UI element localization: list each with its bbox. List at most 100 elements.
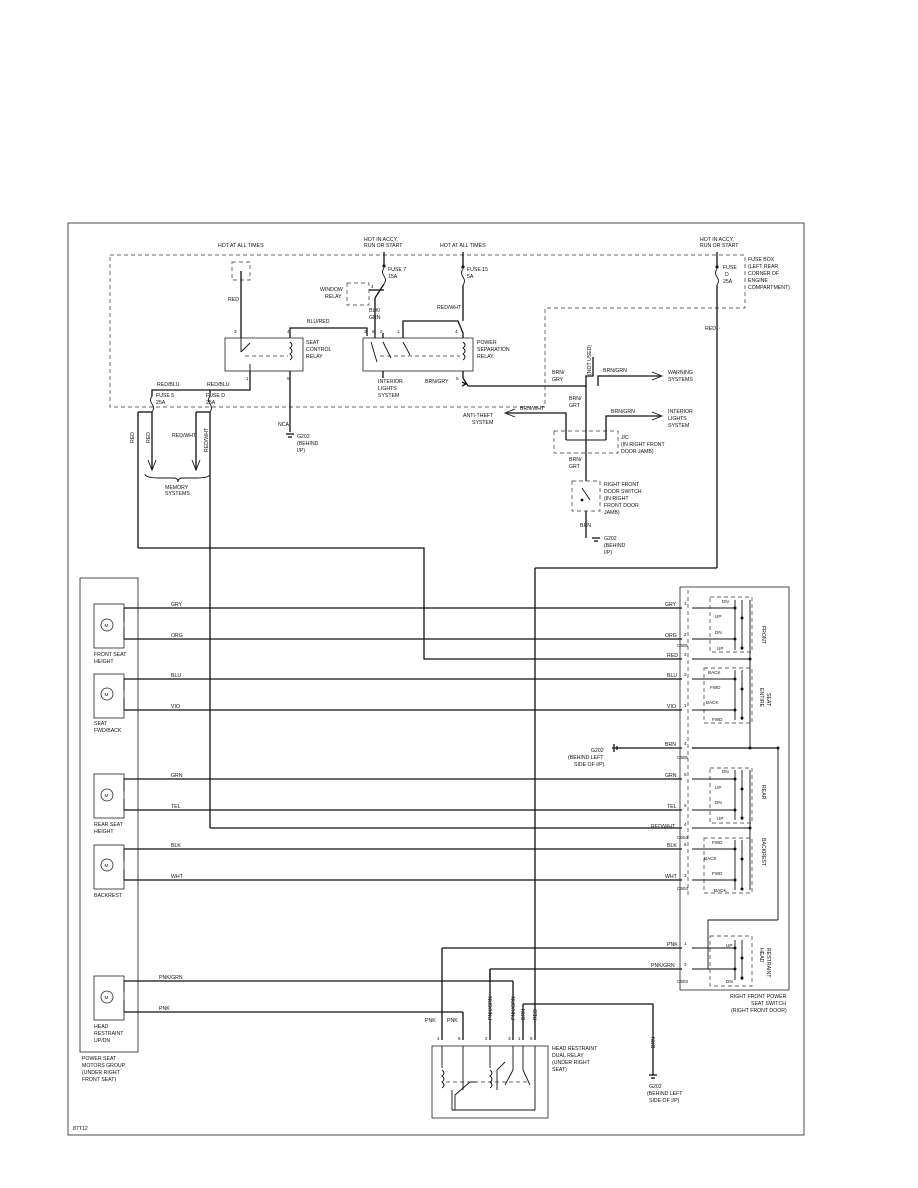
left-wire-label-org: ORG xyxy=(171,633,183,639)
svg-text:1: 1 xyxy=(684,601,687,606)
svg-text:4: 4 xyxy=(684,741,687,746)
door-switch-label-5: JAMB) xyxy=(604,510,620,516)
window-relay-label-1: WINDOW xyxy=(320,287,343,293)
svg-text:4: 4 xyxy=(287,329,290,334)
jc-label-3: DOOR JAMB) xyxy=(621,449,654,455)
g202-left-label-1: G202 xyxy=(591,748,604,754)
svg-text:RED: RED xyxy=(667,653,678,659)
hot-in-accy-label-1a: HOT IN ACCY, xyxy=(364,237,398,243)
rear-seat-height-label-1: REAR SEAT xyxy=(94,822,124,828)
backrest-motor-label: BACKREST xyxy=(94,893,123,899)
fuse5-label-1: FUSE 5 xyxy=(156,393,174,399)
dual-relay-title-2: DUAL RELAY xyxy=(552,1053,584,1059)
backrest-motor-box xyxy=(93,844,125,890)
svg-text:M: M xyxy=(105,793,109,798)
svg-text:FWD: FWD xyxy=(710,685,721,690)
fuse7-node xyxy=(382,264,386,268)
backrest-switch-label: BACKREST xyxy=(760,838,766,867)
nca-label: NCA xyxy=(278,422,289,428)
relay-wire-label-5: BRN xyxy=(521,1009,527,1020)
fuse7-label-1: FUSE 7 xyxy=(388,267,406,273)
left-wire-label-blk: BLK xyxy=(171,843,181,849)
motors-group-label-3: (UNDER RIGHT xyxy=(82,1070,121,1076)
seat-fwd-back-label-2: FWD/BACK xyxy=(94,728,122,734)
interior-lights-label-a2: LIGHTS xyxy=(378,386,397,392)
brn-grn-label-1: BRN/GRN xyxy=(603,368,627,374)
svg-text:UP: UP xyxy=(715,614,721,619)
svg-text:3: 3 xyxy=(684,652,687,657)
red-blu-label-1: RED/BLU xyxy=(157,382,180,388)
fused2-label-2: 25A xyxy=(206,400,216,406)
svg-text:1: 1 xyxy=(518,1036,521,1041)
rear-switch-contacts xyxy=(692,770,743,820)
seat-switch-title-1: RIGHT FRONT POWER xyxy=(730,994,787,1000)
door-switch-label-4: FRONT DOOR xyxy=(604,503,639,509)
backrest-motor xyxy=(100,858,114,872)
fuse-box-label-5: COMPARTMENT) xyxy=(748,285,790,291)
svg-text:5: 5 xyxy=(456,376,459,381)
left-wire-label-grn: GRN xyxy=(171,773,183,779)
left-wire-label-tel: TEL xyxy=(171,804,181,810)
fuse-box-label-1: FUSE BOX xyxy=(748,257,775,263)
svg-text:DN: DN xyxy=(726,979,733,984)
motors-group-label-2: MOTORS GROUP xyxy=(82,1063,126,1069)
svg-text:C505: C505 xyxy=(677,755,688,760)
front-seat-height-label-1: FRONT SEAT xyxy=(94,652,127,658)
interior-lights-label-a3: SYSTEM xyxy=(378,393,399,399)
interior-lights-label-b3: SYSTEM xyxy=(668,423,689,429)
svg-text:BLK: BLK xyxy=(667,843,677,849)
seat-fwd-back-motor xyxy=(100,687,114,701)
fuse15-symbol xyxy=(461,268,465,286)
red-label-fuse5: RED xyxy=(130,432,136,443)
front-switch-label: FRONT xyxy=(760,626,766,645)
front-seat-height-motor xyxy=(100,618,114,632)
rear-switch-label: REAR xyxy=(760,785,766,800)
svg-text:TEL: TEL xyxy=(667,804,677,810)
svg-text:UP: UP xyxy=(717,816,723,821)
anti-theft-label-1: ANTI-THEFT xyxy=(463,413,494,419)
entire-seat-label-1: ENTIRE xyxy=(758,688,764,708)
interior-lights-label-b2: LIGHTS xyxy=(668,416,687,422)
hot-at-all-times-label-1: HOT AT ALL TIMES xyxy=(218,243,264,249)
svg-text:2: 2 xyxy=(684,632,687,637)
power-separation-label-2: SEPARATION xyxy=(477,347,510,353)
window-relay-label-2: RELAY xyxy=(325,294,342,300)
g202-mid-label-1: G202 xyxy=(604,536,617,542)
rear-seat-height-label-2: HEIGHT xyxy=(94,829,114,835)
svg-text:3: 3 xyxy=(364,329,367,334)
jc-label-2: (IN RIGHT FRONT xyxy=(621,442,666,448)
svg-text:UP: UP xyxy=(726,943,732,948)
svg-text:M: M xyxy=(105,692,109,697)
red-wht-label-top: RED/WHT xyxy=(437,305,462,311)
svg-text:3: 3 xyxy=(684,873,687,878)
seat-fwd-back-label-1: SEAT xyxy=(94,721,108,727)
svg-text:BLU: BLU xyxy=(667,673,677,679)
brn-gry-label: BRN/GRY xyxy=(425,379,449,385)
svg-text:DN: DN xyxy=(715,630,722,635)
power-separation-label-1: POWER xyxy=(477,340,497,346)
svg-text:BACK: BACK xyxy=(708,670,721,675)
fused-label-3: 25A xyxy=(723,279,733,285)
g202-top-label-3: I/P) xyxy=(297,448,305,454)
door-switch-box xyxy=(571,480,601,512)
svg-text:RED/WHT: RED/WHT xyxy=(651,824,676,830)
door-switch-label-2: DOOR SWITCH xyxy=(604,489,642,495)
rear-switch-group xyxy=(709,767,753,824)
left-wire-label-gry: GRY xyxy=(171,602,183,608)
fuse-box-label-3: CORNER OF xyxy=(748,271,779,277)
g202-bottom-label-3: SIDE OF I/P) xyxy=(649,1098,680,1104)
relay-wire-label-2: PNK xyxy=(447,1018,458,1024)
left-wire-label-wht: WHT xyxy=(171,874,184,880)
svg-text:1: 1 xyxy=(684,703,687,708)
interior-lights-label-b1: INTERIOR xyxy=(668,409,693,415)
front-seat-height-motor-box xyxy=(93,603,125,649)
g202-top-label-1: G202 xyxy=(297,434,310,440)
svg-text:6: 6 xyxy=(458,1036,461,1041)
svg-text:5: 5 xyxy=(530,1036,533,1041)
head-restraint-motor-box xyxy=(93,975,125,1021)
hot-in-accy-label-2a: HOT IN ACCY, xyxy=(700,237,734,243)
g202-mid-label-2: (BEHIND xyxy=(604,543,626,549)
blk-grn-label-2: GRN xyxy=(369,315,381,321)
